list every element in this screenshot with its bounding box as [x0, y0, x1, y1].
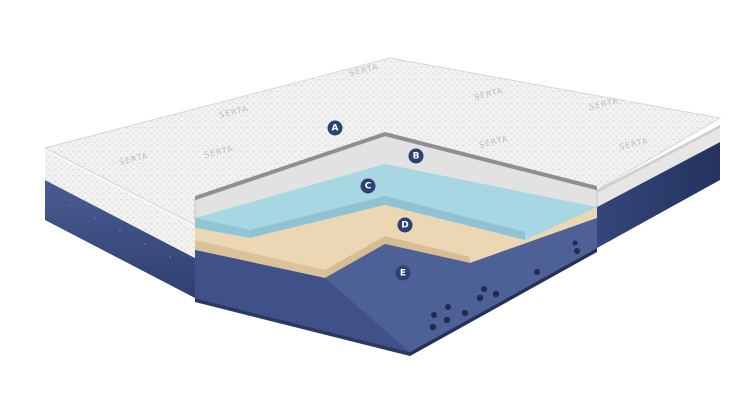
layer-a-badge-label: A	[332, 124, 339, 134]
layer-e-badge: E	[395, 265, 411, 281]
mattress-right-side	[597, 125, 720, 248]
layer-e	[195, 218, 597, 356]
layer-d-badge-label: D	[401, 221, 408, 231]
layer-c	[195, 164, 597, 240]
layer-a-badge: A	[327, 120, 343, 136]
layer-b-badge: B	[408, 148, 424, 164]
layer-b-badge-label: B	[413, 152, 420, 162]
layer-d	[195, 205, 597, 278]
layer-d-badge: D	[397, 217, 413, 233]
mattress-left-side	[45, 148, 195, 298]
layer-c-badge-label: C	[365, 182, 372, 192]
layer-e-badge-label: E	[400, 269, 406, 279]
left-side-stitching	[69, 204, 171, 258]
layer-badges: A B C D E	[327, 120, 424, 281]
layer-c-badge: C	[360, 178, 376, 194]
ventilation-holes	[429, 240, 580, 331]
layer-a-cover: SERTA SERTA SERTA SERTA SERTA SERTA SERT…	[43, 57, 722, 226]
